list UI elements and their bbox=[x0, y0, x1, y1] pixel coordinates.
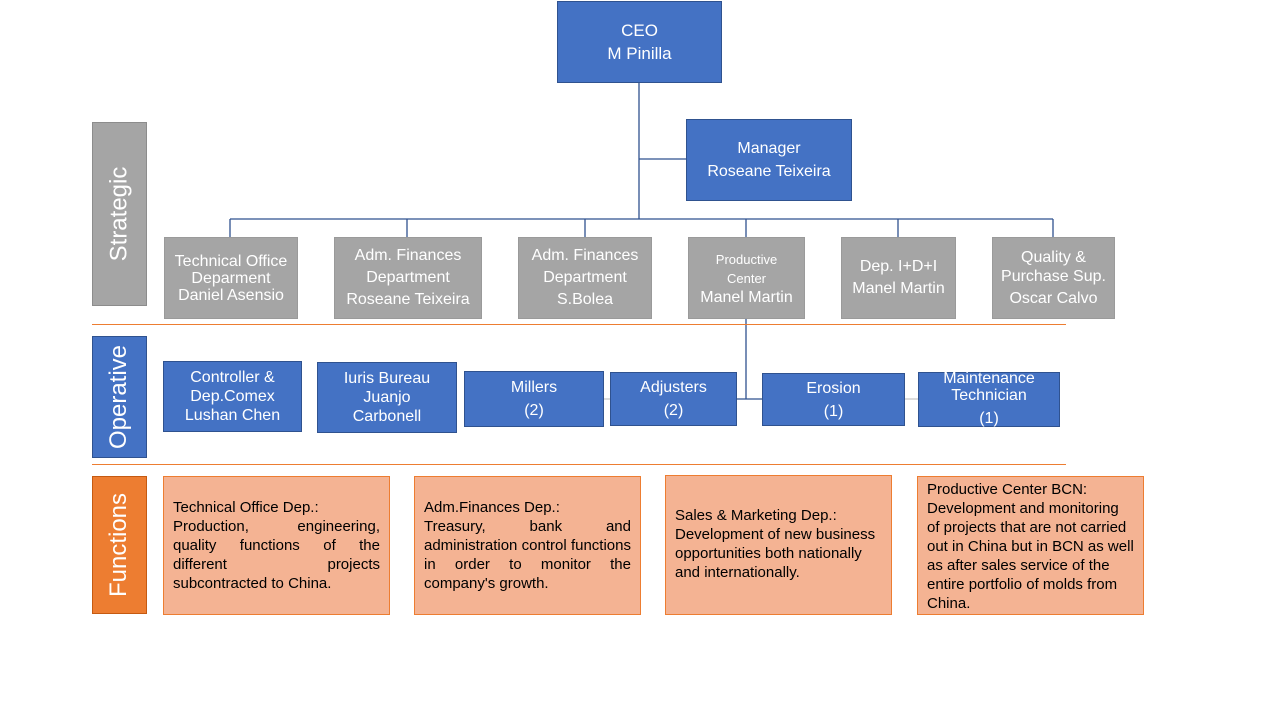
dept-person: Oscar Calvo bbox=[1009, 290, 1098, 307]
op-person: Lushan Chen bbox=[184, 407, 281, 424]
function-title: Adm.Finances Dep.: bbox=[424, 499, 560, 516]
function-adm-finances: Adm.Finances Dep.: Treasury, bank and ad… bbox=[414, 476, 641, 615]
dept-person: Manel Martin bbox=[700, 288, 793, 306]
dept-line: Dep. I+D+I bbox=[859, 258, 938, 275]
op-line: Millers bbox=[510, 379, 558, 396]
dept-line: Adm. Finances bbox=[354, 247, 462, 264]
separator-operative-functions bbox=[92, 464, 1066, 465]
op-line: Maintenance bbox=[943, 370, 1035, 387]
function-title: Productive Center BCN: bbox=[927, 481, 1088, 498]
op-adjusters: Adjusters (2) bbox=[610, 372, 737, 426]
op-controller-comex: Controller & Dep.Comex Lushan Chen bbox=[163, 361, 302, 432]
op-line: Erosion bbox=[806, 379, 861, 397]
dept-line: Center bbox=[726, 270, 767, 286]
dept-line: Purchase Sup. bbox=[1001, 268, 1106, 285]
dept-line: Deparment bbox=[191, 269, 271, 287]
dept-person: Daniel Asensio bbox=[178, 286, 284, 304]
function-sales-marketing: Sales & Marketing Dep.: Development of n… bbox=[665, 475, 892, 615]
function-body: Development and monitoring of projects t… bbox=[927, 500, 1134, 612]
dept-line: Adm. Finances bbox=[531, 247, 639, 264]
op-line: Carbonell bbox=[352, 408, 422, 425]
dept-adm-finances-1: Adm. Finances Department Roseane Teixeir… bbox=[334, 237, 482, 319]
op-count: (2) bbox=[663, 402, 684, 419]
dept-quality-purchase: Quality & Purchase Sup. Oscar Calvo bbox=[992, 237, 1115, 319]
function-body: Treasury, bank and administration contro… bbox=[424, 518, 631, 592]
section-label-functions-text: Functions bbox=[105, 492, 133, 598]
section-label-strategic: Strategic bbox=[92, 122, 147, 306]
dept-i-d-i: Dep. I+D+I Manel Martin bbox=[841, 237, 956, 319]
dept-line: Productive bbox=[715, 251, 778, 267]
function-body: Production, engineering, quality functio… bbox=[173, 518, 380, 592]
manager-box: Manager Roseane Teixeira bbox=[686, 119, 852, 201]
separator-strategic-operative bbox=[92, 324, 1066, 325]
function-technical-office: Technical Office Dep.: Production, engin… bbox=[163, 476, 390, 615]
op-line: Technician bbox=[951, 387, 1027, 404]
op-line: Dep.Comex bbox=[190, 388, 275, 405]
function-title: Sales & Marketing Dep.: bbox=[675, 507, 837, 524]
op-line: Adjusters bbox=[640, 379, 707, 396]
op-line: Juanjo bbox=[363, 389, 411, 406]
section-label-functions: Functions bbox=[92, 476, 147, 614]
section-label-operative-text: Operative bbox=[105, 344, 133, 450]
ceo-box: CEO M Pinilla bbox=[557, 1, 722, 83]
section-label-operative: Operative bbox=[92, 336, 147, 458]
dept-line: Department bbox=[366, 269, 450, 286]
ceo-title: CEO bbox=[621, 21, 658, 40]
dept-line: Technical Office bbox=[174, 252, 288, 270]
op-count: (1) bbox=[823, 402, 844, 420]
dept-adm-finances-2: Adm. Finances Department S.Bolea bbox=[518, 237, 652, 319]
manager-name: Roseane Teixeira bbox=[707, 163, 831, 180]
dept-line: Quality & bbox=[1021, 249, 1086, 266]
manager-title: Manager bbox=[737, 140, 801, 157]
op-count: (1) bbox=[979, 410, 999, 427]
op-millers: Millers (2) bbox=[464, 371, 604, 427]
ceo-name: M Pinilla bbox=[607, 44, 672, 63]
op-line: Controller & bbox=[190, 369, 275, 386]
op-iuris-bureau: Iuris Bureau Juanjo Carbonell bbox=[317, 362, 457, 433]
op-erosion: Erosion (1) bbox=[762, 373, 905, 426]
function-body: Development of new business opportunitie… bbox=[675, 526, 876, 581]
function-title: Technical Office Dep.: bbox=[173, 499, 319, 516]
section-label-strategic-text: Strategic bbox=[105, 166, 133, 262]
op-maintenance: Maintenance Technician (1) bbox=[918, 370, 1060, 427]
dept-person: S.Bolea bbox=[556, 291, 614, 308]
dept-person: Manel Martin bbox=[852, 280, 945, 297]
function-productive-center-bcn: Productive Center BCN: Development and m… bbox=[917, 476, 1144, 615]
op-line: Iuris Bureau bbox=[343, 370, 431, 387]
dept-technical-office: Technical Office Deparment Daniel Asensi… bbox=[164, 237, 298, 319]
dept-person: Roseane Teixeira bbox=[346, 291, 470, 308]
dept-line: Department bbox=[543, 269, 627, 286]
op-count: (2) bbox=[524, 402, 544, 419]
dept-productive-center: Productive Center Manel Martin bbox=[688, 237, 805, 319]
